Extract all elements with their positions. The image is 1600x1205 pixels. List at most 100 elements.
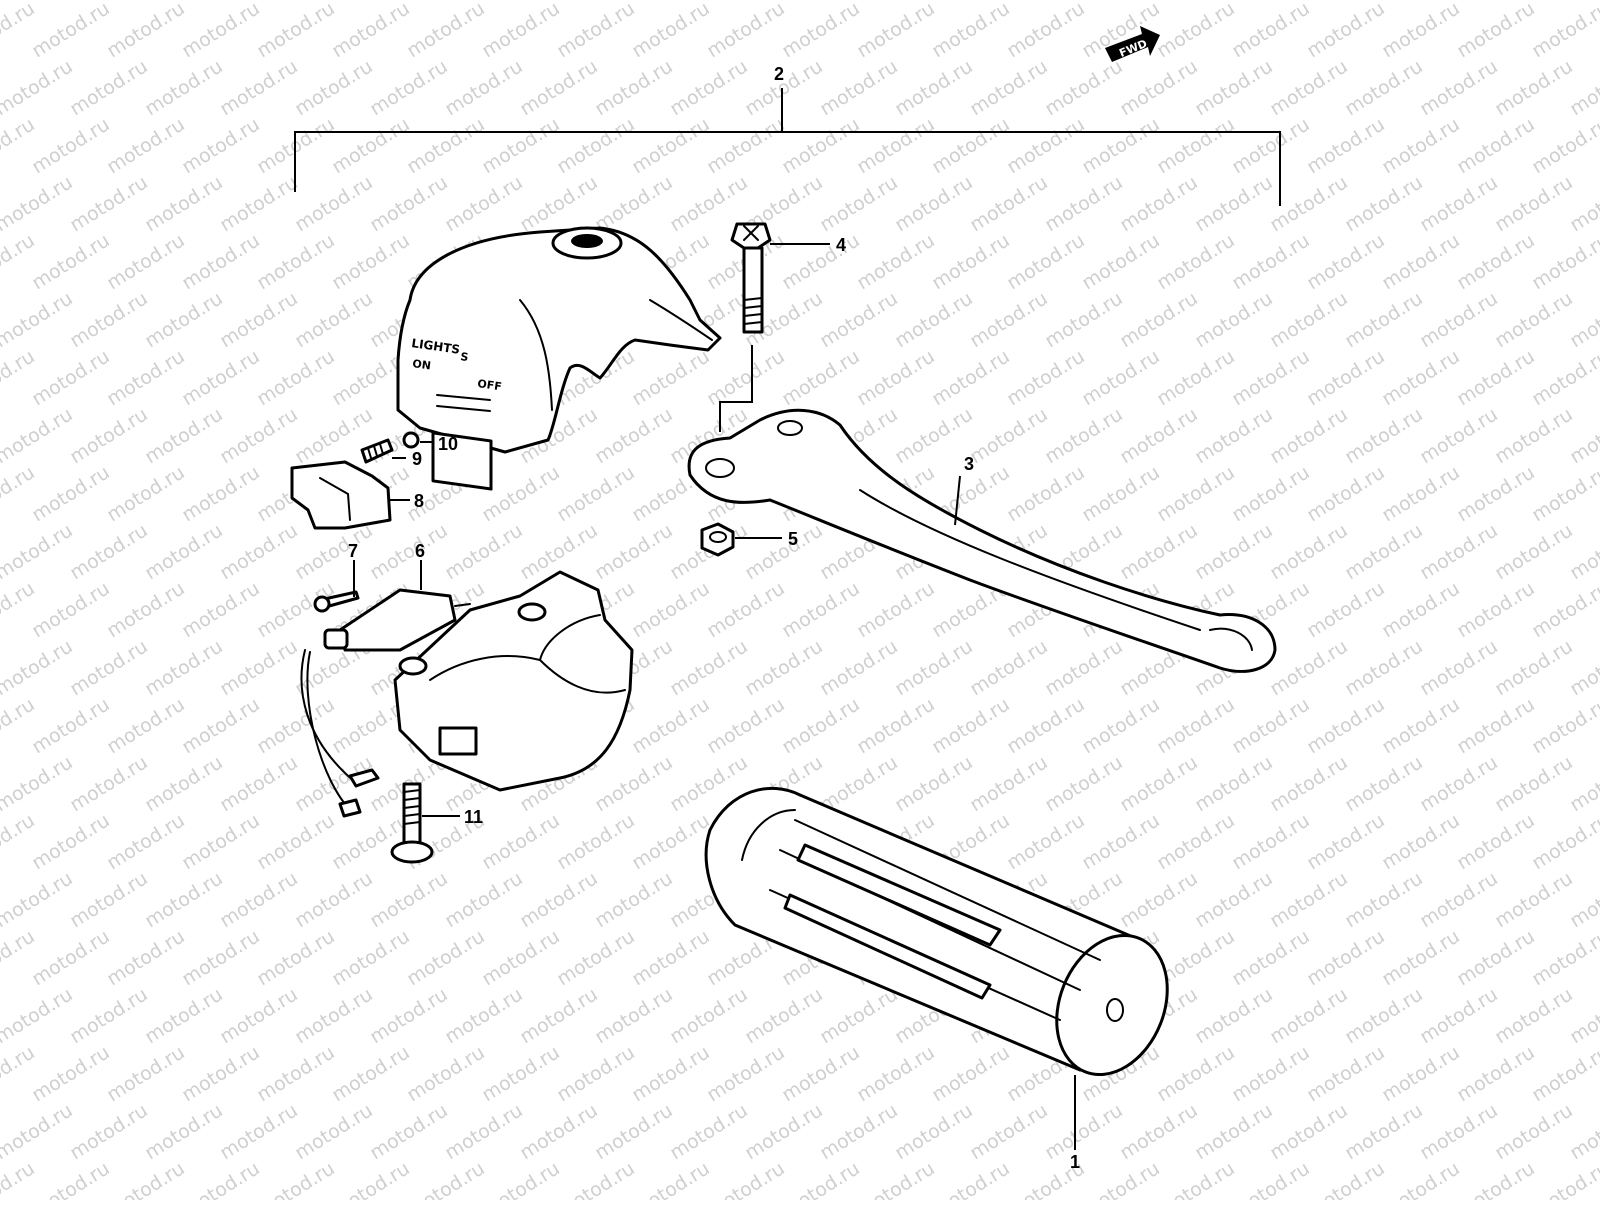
watermark-text: motod.ru xyxy=(1303,925,1389,990)
watermark-text: motod.ru xyxy=(1341,403,1427,468)
watermark-text: motod.ru xyxy=(1078,229,1164,294)
watermark-text: motod.ru xyxy=(1228,345,1314,410)
watermark-text: motod.ru xyxy=(1378,1041,1464,1106)
lever-nut xyxy=(700,522,735,557)
watermark-text: motod.ru xyxy=(216,55,302,120)
watermark-text: motod.ru xyxy=(853,0,939,62)
watermark-text: motod.ru xyxy=(628,809,714,874)
watermark-text: motod.ru xyxy=(1116,403,1202,468)
watermark-text: motod.ru xyxy=(628,925,714,990)
watermark-text: motod.ru xyxy=(478,1041,564,1106)
watermark-text: motod.ru xyxy=(1191,751,1277,816)
watermark-text: motod.ru xyxy=(1266,55,1352,120)
watermark-text: motod.ru xyxy=(778,113,864,178)
watermark-text: motod.ru xyxy=(1491,983,1577,1048)
watermark-text: motod.ru xyxy=(516,1099,602,1164)
watermark-text: motod.ru xyxy=(0,1099,77,1164)
watermark-text: motod.ru xyxy=(966,403,1052,468)
watermark-text: motod.ru xyxy=(403,113,489,178)
watermark-text: motod.ru xyxy=(1491,635,1577,700)
watermark-text: motod.ru xyxy=(1116,55,1202,120)
clutch-lever xyxy=(687,408,1277,673)
watermark-text: motod.ru xyxy=(816,171,902,236)
watermark-text: motod.ru xyxy=(366,983,452,1048)
watermark-text: motod.ru xyxy=(1341,983,1427,1048)
watermark-text: motod.ru xyxy=(178,1041,264,1106)
watermark-text: motod.ru xyxy=(1453,0,1539,62)
watermark-text: motod.ru xyxy=(1528,809,1600,874)
watermark-text: motod.ru xyxy=(216,1099,302,1164)
watermark-text: motod.ru xyxy=(328,809,414,874)
watermark-text: motod.ru xyxy=(1116,867,1202,932)
watermark-text: motod.ru xyxy=(853,113,939,178)
callout-9: 9 xyxy=(412,449,422,469)
watermark-text: motod.ru xyxy=(853,345,939,410)
watermark-text: motod.ru xyxy=(216,751,302,816)
callout-10: 10 xyxy=(438,434,458,454)
lower-switch-housing xyxy=(393,570,634,792)
watermark-text: motod.ru xyxy=(28,345,114,410)
watermark-text: motod.ru xyxy=(441,1099,527,1164)
watermark-text: motod.ru xyxy=(1116,0,1202,4)
callout-2: 2 xyxy=(774,64,784,84)
watermark-text: motod.ru xyxy=(1491,0,1577,4)
watermark-text: motod.ru xyxy=(28,925,114,990)
watermark-text: motod.ru xyxy=(1566,287,1600,352)
watermark-text: motod.ru xyxy=(0,635,77,700)
watermark-text: motod.ru xyxy=(1303,1157,1389,1200)
watermark-text: motod.ru xyxy=(516,171,602,236)
watermark-text: motod.ru xyxy=(0,403,77,468)
watermark-text: motod.ru xyxy=(216,983,302,1048)
watermark-text: motod.ru xyxy=(0,751,77,816)
watermark-text: motod.ru xyxy=(1303,113,1389,178)
watermark-text: motod.ru xyxy=(291,0,377,4)
watermark-text: motod.ru xyxy=(1191,867,1277,932)
watermark-text: motod.ru xyxy=(1378,577,1464,642)
watermark-text: motod.ru xyxy=(366,55,452,120)
watermark-text: motod.ru xyxy=(1341,635,1427,700)
watermark-text: motod.ru xyxy=(516,55,602,120)
watermark-text: motod.ru xyxy=(1303,229,1389,294)
watermark-text: motod.ru xyxy=(178,809,264,874)
watermark-text: motod.ru xyxy=(853,1041,939,1106)
watermark-text: motod.ru xyxy=(591,519,677,584)
watermark-text: motod.ru xyxy=(0,983,77,1048)
watermark-text: motod.ru xyxy=(778,0,864,62)
watermark-text: motod.ru xyxy=(441,519,527,584)
watermark-text: motod.ru xyxy=(1341,171,1427,236)
watermark-text: motod.ru xyxy=(741,519,827,584)
watermark-text: motod.ru xyxy=(1003,461,1089,526)
watermark-text: motod.ru xyxy=(1078,809,1164,874)
watermark-text: motod.ru xyxy=(853,229,939,294)
watermark-text: motod.ru xyxy=(1078,1157,1164,1200)
watermark-text: motod.ru xyxy=(928,1041,1014,1106)
s-label: S xyxy=(460,350,470,364)
watermark-text: motod.ru xyxy=(178,1157,264,1200)
watermark-text: motod.ru xyxy=(1228,693,1314,758)
watermark-text: motod.ru xyxy=(1153,1041,1239,1106)
watermark-text: motod.ru xyxy=(1191,403,1277,468)
watermark-text: motod.ru xyxy=(1228,1157,1314,1200)
watermark-text: motod.ru xyxy=(1341,55,1427,120)
switch-knob xyxy=(290,460,392,530)
watermark-text: motod.ru xyxy=(1228,113,1314,178)
watermark-text: motod.ru xyxy=(291,287,377,352)
watermark-text: motod.ru xyxy=(178,229,264,294)
watermark-text: motod.ru xyxy=(1041,171,1127,236)
watermark-text: motod.ru xyxy=(66,403,152,468)
watermark-text: motod.ru xyxy=(141,171,227,236)
upper-switch-housing: LIGHTS ON S OFF xyxy=(396,226,722,491)
watermark-text: motod.ru xyxy=(1378,925,1464,990)
watermark-text: motod.ru xyxy=(891,171,977,236)
watermark-text: motod.ru xyxy=(1416,287,1502,352)
watermark-text: motod.ru xyxy=(216,867,302,932)
callout-5: 5 xyxy=(788,529,798,549)
watermark-text: motod.ru xyxy=(1303,577,1389,642)
watermark-text: motod.ru xyxy=(66,171,152,236)
watermark-text: motod.ru xyxy=(216,287,302,352)
watermark-text: motod.ru xyxy=(28,809,114,874)
watermark-text: motod.ru xyxy=(1416,519,1502,584)
watermark-text: motod.ru xyxy=(141,1099,227,1164)
watermark-text: motod.ru xyxy=(591,171,677,236)
watermark-text: motod.ru xyxy=(966,0,1052,4)
